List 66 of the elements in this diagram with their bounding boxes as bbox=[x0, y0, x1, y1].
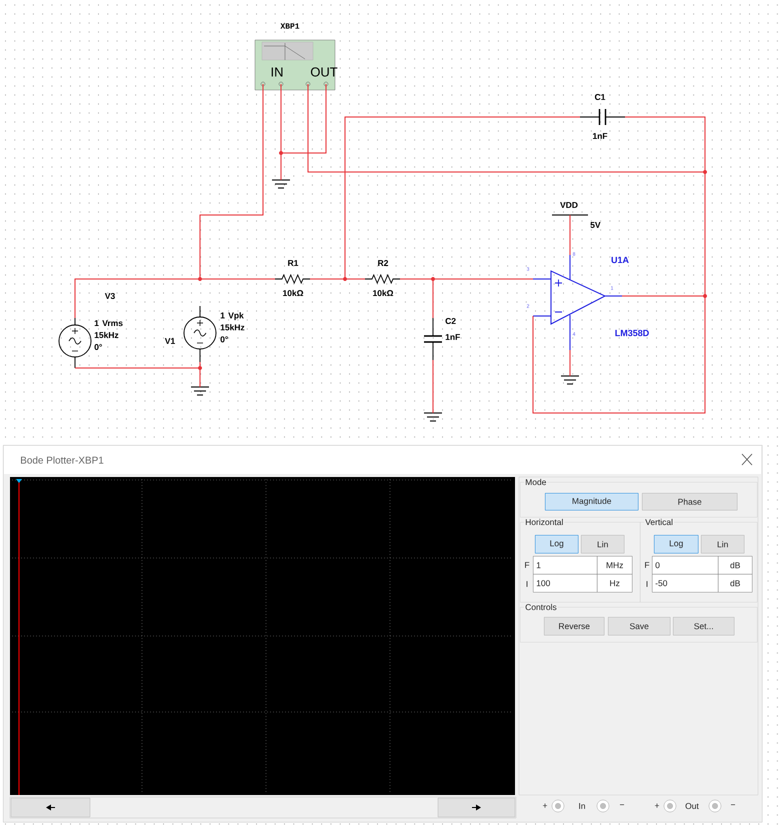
value-label: 1nF bbox=[593, 133, 608, 139]
terminal-label: Out bbox=[686, 803, 699, 809]
value-label: 5V bbox=[590, 222, 600, 228]
part-number-label: LM358D bbox=[615, 330, 649, 336]
button: Lin bbox=[701, 535, 744, 554]
wire bbox=[432, 278, 534, 280]
value-label: 1nF bbox=[446, 334, 460, 340]
value-label: 1 Vpk 15kHz 0° bbox=[220, 312, 244, 342]
terminal-label: − bbox=[730, 804, 736, 806]
terminal-label: − bbox=[620, 804, 624, 806]
button: Phase bbox=[642, 493, 738, 510]
input-field: 1 bbox=[533, 556, 598, 574]
terminal-label: + bbox=[654, 804, 660, 808]
component-label: U1A bbox=[612, 256, 629, 264]
field-label: I bbox=[526, 581, 528, 587]
wire bbox=[200, 84, 264, 280]
wire bbox=[280, 152, 282, 180]
wire bbox=[432, 278, 434, 318]
button: Set... bbox=[673, 617, 734, 636]
component-label: C1 bbox=[594, 94, 606, 100]
ground-symbol bbox=[272, 180, 290, 188]
unit-field: MHz bbox=[597, 556, 632, 574]
component-label: R2 bbox=[378, 260, 388, 266]
wire bbox=[400, 278, 434, 280]
field-label: I bbox=[646, 581, 648, 587]
wire bbox=[308, 84, 706, 172]
wire bbox=[344, 278, 366, 280]
ground-symbol bbox=[424, 412, 442, 422]
terminal-label: OUT bbox=[310, 67, 338, 77]
ground-symbol bbox=[560, 376, 580, 384]
unit-field: dB bbox=[718, 574, 752, 592]
wire bbox=[280, 84, 326, 154]
input-field: -50 bbox=[652, 574, 718, 592]
unit-field: Hz bbox=[597, 574, 632, 592]
button: Save bbox=[608, 617, 670, 636]
button: Lin bbox=[581, 535, 624, 554]
value-label: 10kΩ bbox=[373, 290, 394, 296]
unit-field: dB bbox=[718, 556, 752, 574]
input-field: 100 bbox=[533, 574, 598, 592]
terminal-label: + bbox=[542, 804, 548, 808]
value-label: 1 Vrms 15kHz 0° bbox=[94, 320, 123, 350]
wire bbox=[344, 116, 580, 280]
component-label: R1 bbox=[288, 260, 298, 266]
wire bbox=[200, 278, 276, 280]
wire bbox=[624, 116, 706, 172]
value-label: 10kΩ bbox=[283, 290, 304, 296]
button: Reverse bbox=[544, 617, 604, 636]
supply-label: VDD bbox=[560, 202, 578, 208]
field-label: F bbox=[525, 562, 530, 568]
component-label: C2 bbox=[446, 318, 456, 324]
component-label: V1 bbox=[164, 338, 175, 344]
wire bbox=[74, 278, 200, 318]
button: Magnitude bbox=[545, 493, 638, 510]
button: Log bbox=[535, 535, 578, 554]
terminal-label: In bbox=[579, 803, 585, 809]
wire bbox=[310, 278, 346, 280]
button: Log bbox=[654, 535, 698, 554]
wire bbox=[532, 296, 706, 414]
terminal-label: IN bbox=[272, 68, 282, 76]
field-label: F bbox=[645, 562, 650, 568]
wire bbox=[280, 84, 282, 154]
wire bbox=[704, 172, 706, 296]
ground-symbol bbox=[190, 386, 210, 396]
input-field: 0 bbox=[652, 556, 718, 574]
component-label: V3 bbox=[104, 293, 115, 299]
wire bbox=[432, 360, 434, 414]
